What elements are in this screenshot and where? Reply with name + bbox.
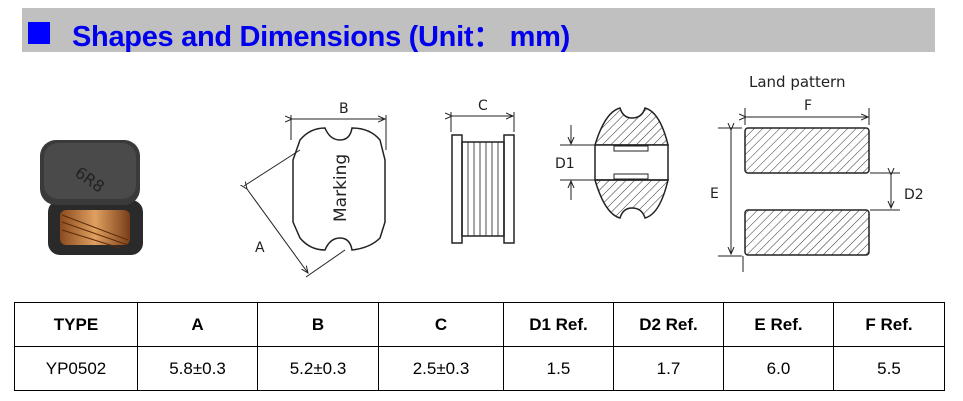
cell-type: YP0502 bbox=[14, 346, 138, 391]
label-b: B bbox=[339, 101, 349, 117]
label-marking: Marking bbox=[331, 154, 351, 222]
land-pattern bbox=[718, 108, 900, 272]
cell-f: 5.5 bbox=[833, 346, 945, 391]
header-e: E Ref. bbox=[723, 302, 834, 347]
label-e: E bbox=[710, 186, 719, 202]
top-view bbox=[244, 115, 387, 278]
label-d1: D1 bbox=[555, 156, 575, 172]
side-view bbox=[451, 112, 515, 244]
label-d2: D2 bbox=[904, 187, 924, 203]
header-a: A bbox=[137, 302, 258, 347]
dimension-drawings: 6R8 B A Marking C D1 bbox=[40, 73, 924, 278]
header-d1: D1 Ref. bbox=[503, 302, 614, 347]
dimensions-table: TYPE A B C D1 Ref. D2 Ref. E Ref. F Ref.… bbox=[14, 302, 945, 391]
section-header: Shapes and Dimensions (Unit： mm) bbox=[22, 8, 935, 53]
header-c: C bbox=[378, 302, 504, 347]
label-c: C bbox=[478, 98, 488, 114]
header-f: F Ref. bbox=[833, 302, 945, 347]
table-header-row: TYPE A B C D1 Ref. D2 Ref. E Ref. F Ref. bbox=[14, 302, 945, 347]
bullet-square-icon bbox=[28, 22, 50, 44]
inductor-photo: 6R8 bbox=[40, 140, 143, 255]
header-d2: D2 Ref. bbox=[613, 302, 724, 347]
label-a: A bbox=[255, 240, 265, 256]
cell-a: 5.8±0.3 bbox=[137, 346, 258, 391]
land-pattern-title: Land pattern bbox=[749, 73, 845, 91]
table-row: YP0502 5.8±0.3 5.2±0.3 2.5±0.3 1.5 1.7 6… bbox=[14, 346, 945, 391]
bottom-view bbox=[560, 107, 669, 219]
cell-c: 2.5±0.3 bbox=[378, 346, 504, 391]
cell-b: 5.2±0.3 bbox=[257, 346, 379, 391]
cell-d1: 1.5 bbox=[503, 346, 614, 391]
cell-e: 6.0 bbox=[723, 346, 834, 391]
header-b: B bbox=[257, 302, 379, 347]
header-type: TYPE bbox=[14, 302, 138, 347]
cell-d2: 1.7 bbox=[613, 346, 724, 391]
label-f: F bbox=[804, 98, 812, 114]
section-title: Shapes and Dimensions (Unit： mm) bbox=[72, 21, 570, 53]
